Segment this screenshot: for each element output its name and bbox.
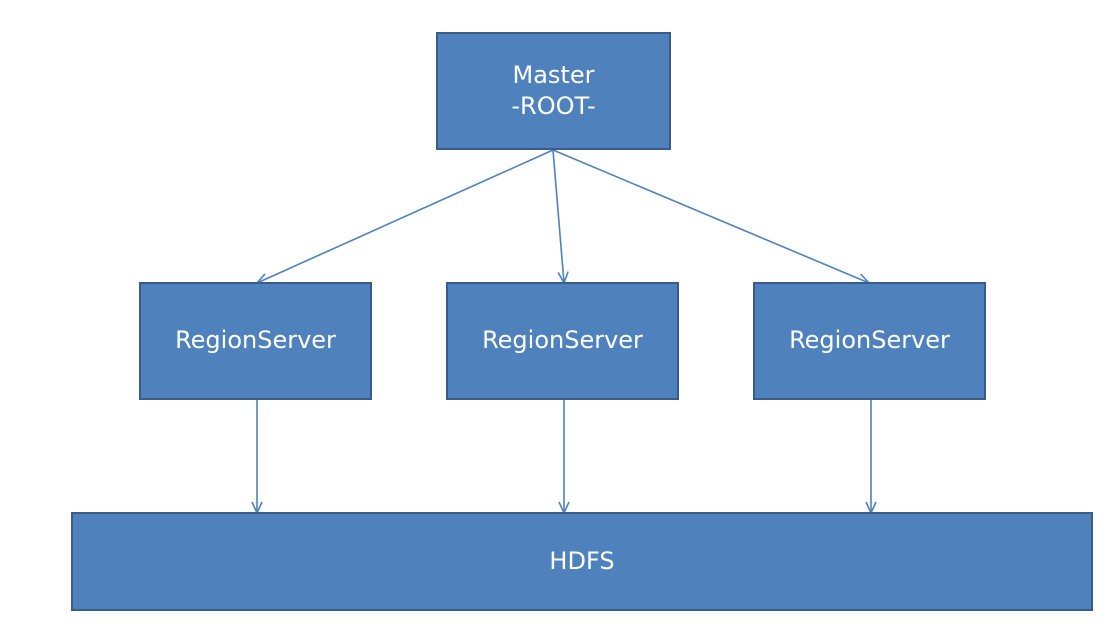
regionserver-label: RegionServer: [482, 326, 643, 355]
master-root-label: -ROOT-: [511, 92, 596, 120]
master-label: Master: [512, 60, 595, 89]
hdfs-node: HDFS: [71, 512, 1093, 611]
edge-master-to-regionserver-1: [255, 149, 554, 284]
regionserver-label: RegionServer: [789, 326, 950, 355]
regionserver-label: RegionServer: [175, 326, 336, 355]
hdfs-label: HDFS: [549, 546, 615, 575]
edge-master-to-regionserver-3: [552, 149, 871, 285]
master-node: Master -ROOT-: [436, 32, 671, 150]
regionserver-node-3: RegionServer: [753, 282, 986, 400]
regionserver-node-1: RegionServer: [139, 282, 372, 400]
regionserver-node-2: RegionServer: [446, 282, 679, 400]
edge-master-to-regionserver-2: [552, 149, 569, 285]
